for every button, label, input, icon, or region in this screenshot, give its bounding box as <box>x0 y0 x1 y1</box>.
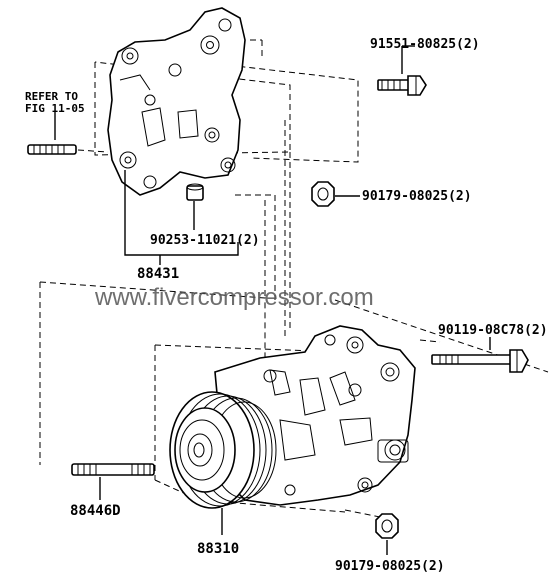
bracket-nut-part <box>311 181 335 207</box>
bracket-bolt-label: 91551-80825(2) <box>370 37 480 52</box>
refer-label-line2: FIG 11-05 <box>25 102 85 115</box>
compressor-bolt-label: 90119-08C78(2) <box>438 323 548 338</box>
bracket-pin-part <box>186 183 204 201</box>
stud-bolt-part <box>71 463 155 476</box>
bracket-label: 88431 <box>137 266 179 282</box>
bracket-pin-label: 90253-11021(2) <box>150 233 260 248</box>
refer-label-line1: REFER TO <box>25 90 78 103</box>
refer-stud-part <box>27 144 77 155</box>
stud-bolt-label: 88446D <box>70 503 121 519</box>
compressor-bolt-part <box>431 349 529 373</box>
bracket-bolt-part <box>377 75 427 96</box>
compressor-label: 88310 <box>197 541 239 557</box>
bracket-part <box>107 7 246 196</box>
watermark-text: www.fivercompressor.com <box>94 284 374 311</box>
compressor-part <box>169 325 416 509</box>
bracket-nut-label: 90179-08025(2) <box>362 189 472 204</box>
compressor-nut-part <box>375 513 399 539</box>
compressor-nut-label: 90179-08025(2) <box>335 559 445 574</box>
